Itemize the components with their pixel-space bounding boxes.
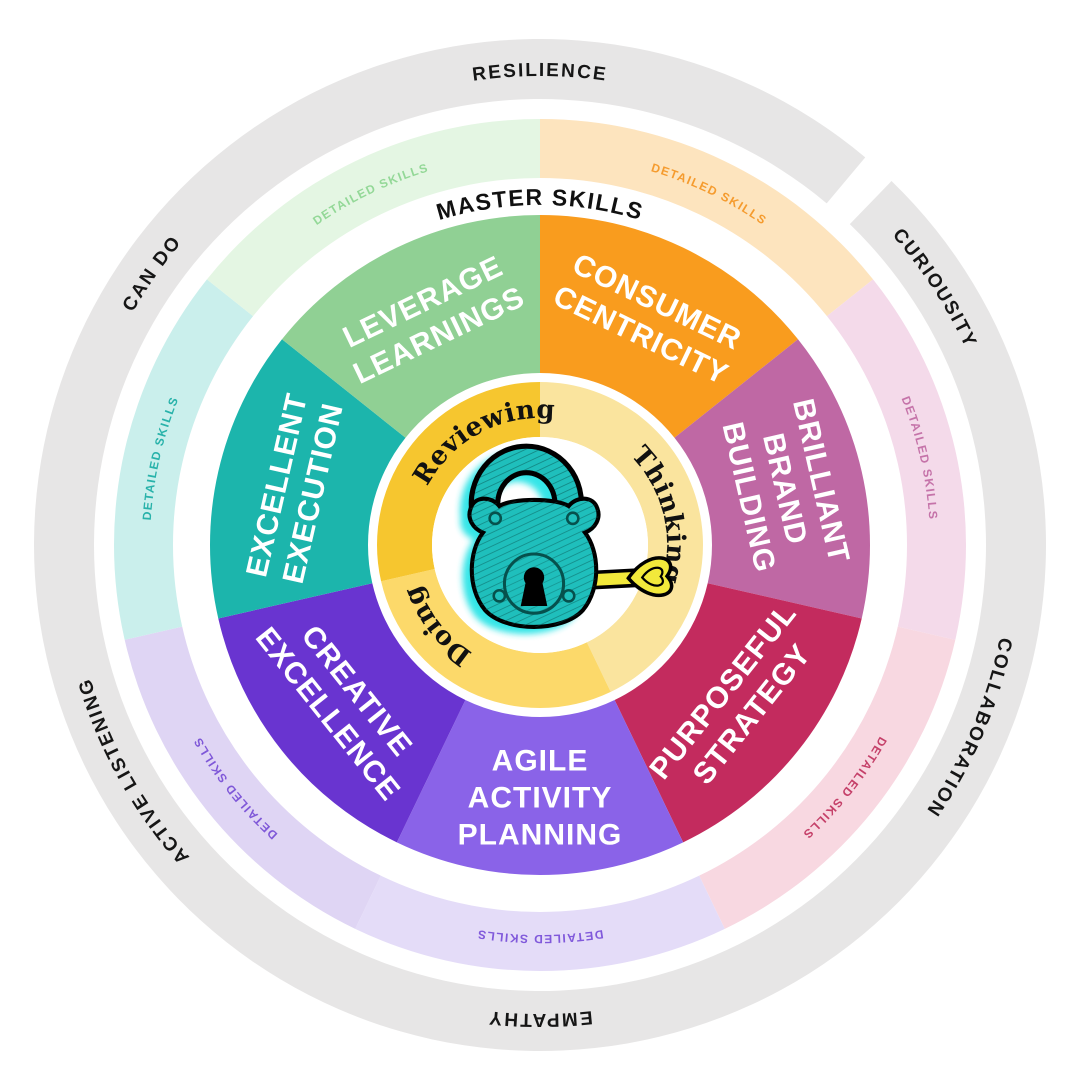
wheel-segment-purposeful-strategy (614, 583, 862, 843)
detailed-skills-arc-consumer-centricity (540, 119, 874, 317)
detailed-skills-arc-purposeful-strategy (699, 626, 956, 929)
detailed-skills-arc-agile-activity-planning (355, 875, 725, 972)
wheel-segment-leverage-learnings (281, 215, 540, 438)
lock-rivet (492, 588, 507, 603)
lock-rivet (488, 511, 503, 526)
phase-segment-doing (381, 569, 611, 708)
phase-segment-thinking (540, 382, 704, 692)
detailed-skills-arc-excellent-execution (113, 279, 254, 640)
wheel-segment-creative-excellence (218, 583, 466, 843)
outer-ring-label-empathy: EMPATHY (487, 1006, 594, 1030)
phase-segment-reviewing (377, 382, 540, 582)
lock-rivet (561, 588, 576, 603)
detailed-skills-arc-creative-excellence (124, 626, 381, 929)
wheel-segment-excellent-execution (210, 339, 406, 619)
wheel-segment-agile-activity-planning (396, 699, 684, 875)
wheel-segment-consumer-centricity (540, 215, 799, 438)
padlock-with-key (460, 443, 674, 635)
wheel-segment-brilliant-brand-building (674, 339, 870, 619)
lock-rivet (565, 511, 580, 526)
detailed-skills-arc-leverage-learnings (206, 119, 540, 317)
detailed-skills-arc-brilliant-brand-building (826, 279, 966, 640)
detailed-skills-ring (113, 119, 966, 972)
detailed-skills-label-agile-activity-planning: DETAILED SKILLS (476, 927, 605, 946)
phase-ring (377, 382, 704, 708)
key-bow-hole (640, 566, 664, 587)
